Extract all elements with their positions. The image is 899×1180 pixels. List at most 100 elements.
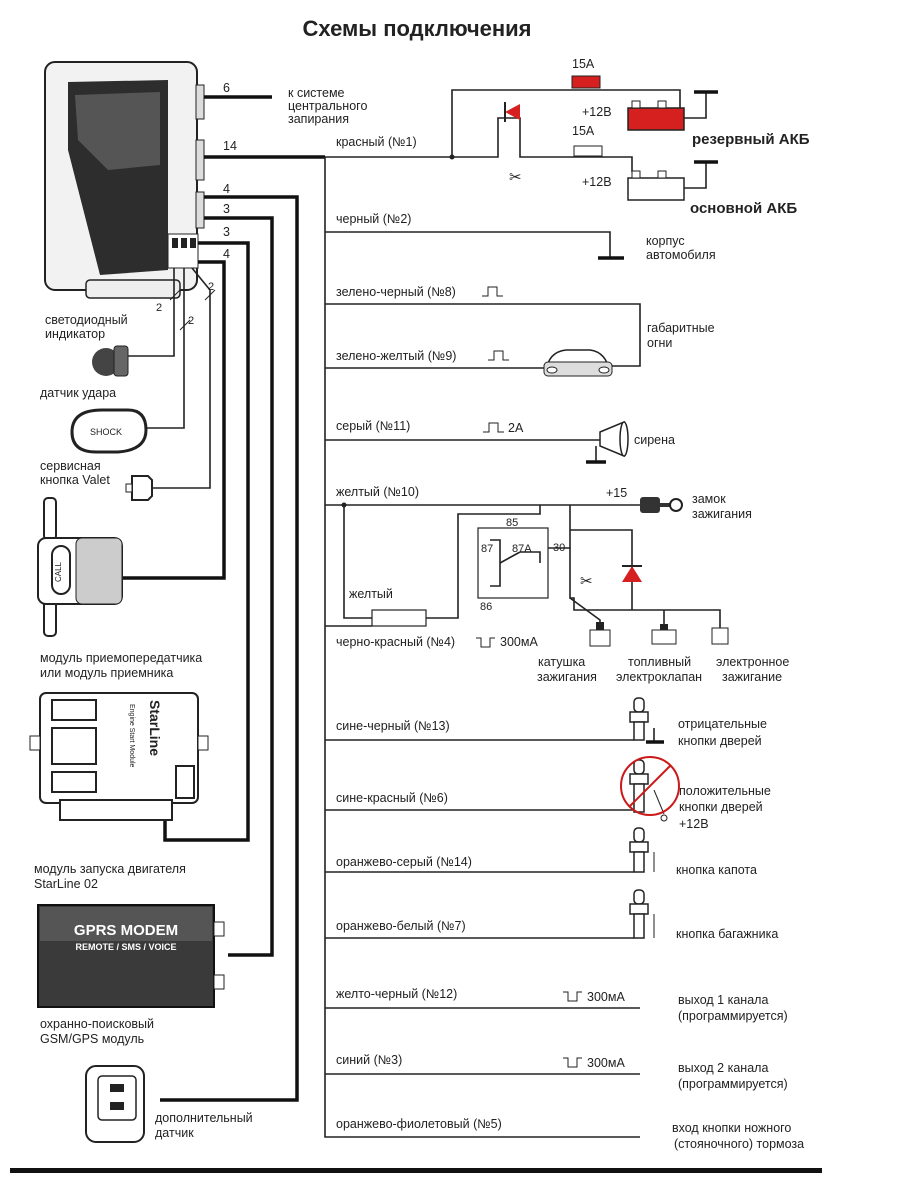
gsm-module-label-1: охранно-поисковый <box>40 1017 154 1031</box>
relay-block: ✂ 85 87 87A 30 86 желтый <box>341 502 721 630</box>
start-module-label-1: модуль запуска двигателя <box>34 862 186 876</box>
wire-11-label: серый (№11) <box>336 419 410 433</box>
wire-4-current: 300мА <box>500 635 538 649</box>
svg-text:REMOTE / SMS / VOICE: REMOTE / SMS / VOICE <box>75 942 176 952</box>
channel1-label-2: (программируется) <box>678 1009 788 1023</box>
pulse-neg-icon-4 <box>476 637 495 648</box>
car-icon <box>543 349 613 377</box>
svg-text:Engine Start Module: Engine Start Module <box>128 704 135 768</box>
brake-label-1: вход кнопки ножного <box>672 1121 791 1135</box>
fuse-b-icon <box>573 145 603 157</box>
conn-4a-number: 4 <box>223 182 230 196</box>
ground-label-2: автомобиля <box>646 248 716 262</box>
neg-door-label-1: отрицательные <box>678 717 767 731</box>
pos-door-label-3: +12В <box>679 817 709 831</box>
yellow-loop-label: желтый <box>349 587 393 601</box>
svg-text:30: 30 <box>553 542 565 554</box>
parking-lights-label-2: огни <box>647 336 672 350</box>
ignition-lock-label-1: замок <box>692 492 726 506</box>
channel2-label-2: (программируется) <box>678 1077 788 1091</box>
main-battery-label: основной АКБ <box>690 200 797 217</box>
svg-text:87A: 87A <box>512 543 532 555</box>
wire-12-current: 300мА <box>587 990 625 1004</box>
extra-sensor-icon <box>85 1065 145 1143</box>
central-lock-label-2: центрального <box>288 99 367 113</box>
prohibit-icon <box>620 756 680 816</box>
relay-diode-icon <box>622 566 642 582</box>
transceiver-label-1: модуль приемопередатчика <box>40 651 202 665</box>
central-lock-label-3: запирания <box>288 112 349 126</box>
conn-4b-number: 4 <box>223 247 230 261</box>
wire-7-label: оранжево-белый (№7) <box>336 919 466 933</box>
wire-bus <box>324 157 640 1138</box>
main-battery-icon <box>627 160 718 201</box>
parking-lights-label-1: габаритные <box>647 321 715 335</box>
pulse-icon-11 <box>483 422 504 433</box>
extra-sensor-label-2: датчик <box>155 1126 194 1140</box>
pulse-neg-icon-3 <box>563 1057 582 1068</box>
wire-5-label: оранжево-фиолетовый (№5) <box>336 1117 502 1131</box>
relay-scissors-icon: ✂ <box>580 573 593 590</box>
ignition-lock-label-2: зажигания <box>692 507 752 521</box>
gsm-module-label-2: GSM/GPS модуль <box>40 1032 144 1046</box>
connector-wires: 6 14 4 3 3 4 2 2 2 <box>122 81 325 1102</box>
door-switch-neg-icon <box>629 697 664 744</box>
led-icon <box>92 345 129 377</box>
conn-2b-number: 2 <box>188 315 194 327</box>
gprs-modem-icon: GPRS MODEM REMOTE / SMS / VOICE <box>37 904 225 1008</box>
shock-sensor-label: датчик удара <box>40 386 116 400</box>
wire-8-label: зелено-черный (№8) <box>336 285 456 299</box>
svg-text:87: 87 <box>481 543 493 555</box>
electronic-ignition-label-2: зажигание <box>722 670 782 684</box>
channel2-label-1: выход 2 канала <box>678 1061 768 1075</box>
pulse-neg-icon-12 <box>563 991 582 1002</box>
ignition-coil-label-2: зажигания <box>537 670 597 684</box>
trunk-label: кнопка багажника <box>676 927 778 941</box>
valet-label-1: сервисная <box>40 459 101 473</box>
channel1-label-1: выход 1 канала <box>678 993 768 1007</box>
reserve-plus12: +12В <box>582 105 612 119</box>
conn-2c-number: 2 <box>208 281 214 293</box>
svg-text:StarLine: StarLine <box>147 700 163 756</box>
ignition-coil-icon <box>589 622 611 647</box>
extra-sensor-label-1: дополнительный <box>155 1111 253 1125</box>
reserve-battery-label: резервный АКБ <box>692 131 810 148</box>
fuse-a-label: 15A <box>572 57 595 71</box>
conn-6-number: 6 <box>223 81 230 95</box>
pos-door-label-1: положительные <box>679 784 771 798</box>
wire-3-label: синий (№3) <box>336 1053 402 1067</box>
wire-2-label: черный (№2) <box>336 212 411 226</box>
conn-2a-number: 2 <box>156 302 162 314</box>
electronic-ignition-label-1: электронное <box>716 655 789 669</box>
start-module-icon: StarLine Engine Start Module <box>29 692 209 821</box>
svg-text:86: 86 <box>480 601 492 613</box>
wire-4-label: черно-красный (№4) <box>336 635 455 649</box>
transceiver-icon: CALL <box>37 497 123 637</box>
svg-text:SHOCK: SHOCK <box>90 427 122 437</box>
led-label-1: светодиодный <box>45 313 128 327</box>
electronic-ignition-icon <box>711 627 729 645</box>
ground-label-1: корпус <box>646 234 685 248</box>
fuel-valve-label-1: топливный <box>628 655 691 669</box>
bottom-rule <box>10 1168 822 1173</box>
transceiver-label-2: или модуль приемника <box>40 666 173 680</box>
valet-button-icon <box>125 475 153 501</box>
conn-14-number: 14 <box>223 139 237 153</box>
siren-label: сирена <box>634 433 675 447</box>
svg-text:GPRS MODEM: GPRS MODEM <box>74 922 178 939</box>
ignition-key-icon <box>640 497 683 513</box>
conn-3a-number: 3 <box>223 202 230 216</box>
wire-6-label: сине-красный (№6) <box>336 791 448 805</box>
start-module-label-2: StarLine 02 <box>34 877 98 891</box>
svg-text:85: 85 <box>506 517 518 529</box>
red-wire-label: красный (№1) <box>336 135 417 149</box>
diode-icon <box>504 102 520 122</box>
wire-3-current: 300мА <box>587 1056 625 1070</box>
siren-current: 2A <box>508 421 524 435</box>
fuse-b-label: 15A <box>572 124 595 138</box>
svg-text:CALL: CALL <box>54 561 63 582</box>
page-title: Схемы подключения <box>303 16 532 41</box>
pos-door-label-2: кнопки дверей <box>679 800 763 814</box>
hood-switch-icon <box>629 827 655 873</box>
